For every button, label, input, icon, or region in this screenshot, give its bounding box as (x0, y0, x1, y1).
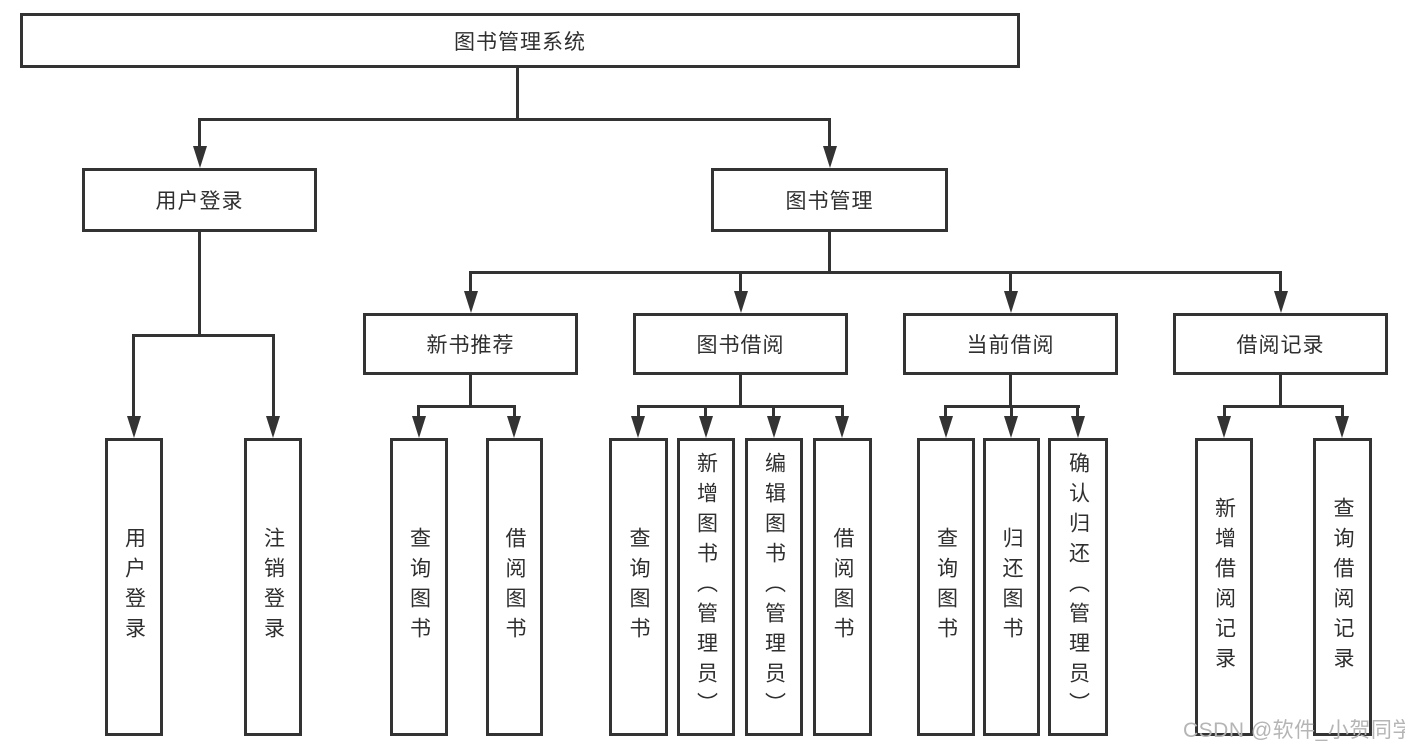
connector-line (739, 271, 742, 293)
connector-line (828, 118, 831, 148)
leaf-user-login-label: 用户登录 (122, 527, 146, 647)
connector-line (1009, 375, 1012, 407)
connector-line (198, 232, 201, 336)
connector-line (1279, 375, 1282, 407)
node-borrow-records: 借阅记录 (1173, 313, 1388, 375)
node-current-borrow-label: 当前借阅 (966, 334, 1055, 357)
node-current-borrow: 当前借阅 (903, 313, 1118, 375)
leaf-records-query-label: 查询借阅记录 (1331, 497, 1354, 677)
arrow-down-icon (734, 291, 748, 313)
connector-line (841, 405, 844, 418)
connector-line (469, 375, 472, 407)
arrow-down-icon (1335, 416, 1349, 438)
leaf-borrow-add-admin-label: 新增图书（管理员） (694, 452, 718, 722)
leaf-borrow-query-label: 查询图书 (627, 527, 650, 647)
connector-line (469, 271, 1282, 274)
node-user-login-label: 用户登录 (155, 190, 244, 213)
leaf-borrow-edit-admin: 编辑图书（管理员） (745, 438, 803, 736)
arrow-down-icon (1071, 416, 1085, 438)
node-book-management: 图书管理 (711, 168, 948, 232)
leaf-current-return-label: 归还图书 (1000, 527, 1023, 647)
arrow-down-icon (767, 416, 781, 438)
connector-line (704, 405, 707, 418)
leaf-borrow-edit-admin-label: 编辑图书（管理员） (762, 452, 786, 722)
leaf-borrow-query: 查询图书 (609, 438, 668, 736)
connector-line (132, 334, 135, 418)
arrow-down-icon (464, 291, 478, 313)
arrow-down-icon (835, 416, 849, 438)
arrow-down-icon (193, 146, 207, 168)
arrow-down-icon (631, 416, 645, 438)
arrow-down-icon (412, 416, 426, 438)
node-borrow-records-label: 借阅记录 (1236, 334, 1325, 357)
node-new-book-recommend: 新书推荐 (363, 313, 578, 375)
arrow-down-icon (1004, 291, 1018, 313)
leaf-records-query: 查询借阅记录 (1313, 438, 1372, 736)
node-root: 图书管理系统 (20, 13, 1020, 68)
leaf-user-login: 用户登录 (105, 438, 163, 736)
leaf-current-return: 归还图书 (983, 438, 1040, 736)
leaf-newbooks-borrow: 借阅图书 (486, 438, 543, 736)
leaf-borrow-borrow-label: 借阅图书 (831, 527, 854, 647)
arrow-down-icon (823, 146, 837, 168)
connector-line (772, 405, 775, 418)
connector-line (469, 271, 472, 293)
connector-line (1223, 405, 1344, 408)
connector-line (272, 334, 275, 418)
connector-line (417, 405, 420, 418)
arrow-down-icon (1004, 416, 1018, 438)
arrow-down-icon (939, 416, 953, 438)
node-book-management-label: 图书管理 (785, 190, 874, 213)
connector-line (637, 405, 640, 418)
arrow-down-icon (507, 416, 521, 438)
connector-line (739, 375, 742, 407)
leaf-current-query: 查询图书 (917, 438, 975, 736)
connector-line (198, 118, 831, 121)
node-root-label: 图书管理系统 (454, 30, 586, 54)
leaf-newbooks-borrow-label: 借阅图书 (503, 527, 526, 647)
leaf-newbooks-query-label: 查询图书 (407, 527, 431, 647)
connector-line (1009, 271, 1012, 293)
connector-line (132, 334, 275, 337)
arrow-down-icon (127, 416, 141, 438)
node-new-book-recommend-label: 新书推荐 (426, 334, 515, 357)
connector-line (1279, 271, 1282, 293)
connector-line (516, 68, 519, 120)
connector-line (513, 405, 516, 418)
leaf-borrow-add-admin: 新增图书（管理员） (677, 438, 735, 736)
node-user-login: 用户登录 (82, 168, 317, 232)
connector-line (828, 232, 831, 273)
node-book-borrow: 图书借阅 (633, 313, 848, 375)
connector-line (1076, 405, 1079, 418)
leaf-borrow-borrow: 借阅图书 (813, 438, 872, 736)
connector-line (1341, 405, 1344, 418)
connector-line (198, 118, 201, 148)
connector-line (1010, 405, 1013, 418)
node-book-borrow-label: 图书借阅 (696, 334, 785, 357)
leaf-logout-label: 注销登录 (261, 527, 285, 647)
leaf-current-query-label: 查询图书 (934, 527, 958, 647)
connector-line (417, 405, 516, 408)
leaf-current-confirm-admin: 确认归还（管理员） (1048, 438, 1108, 736)
arrow-down-icon (1217, 416, 1231, 438)
arrow-down-icon (1274, 291, 1288, 313)
arrow-down-icon (266, 416, 280, 438)
arrow-down-icon (699, 416, 713, 438)
csdn-watermark: CSDN @软件_小贺同学 (1183, 719, 1405, 742)
connector-line (1223, 405, 1226, 418)
leaf-current-confirm-admin-label: 确认归还（管理员） (1066, 452, 1090, 722)
leaf-logout: 注销登录 (244, 438, 302, 736)
leaf-newbooks-query: 查询图书 (390, 438, 448, 736)
connector-line (944, 405, 947, 418)
connector-line (637, 405, 844, 408)
leaf-records-add: 新增借阅记录 (1195, 438, 1253, 736)
leaf-records-add-label: 新增借阅记录 (1212, 497, 1236, 677)
